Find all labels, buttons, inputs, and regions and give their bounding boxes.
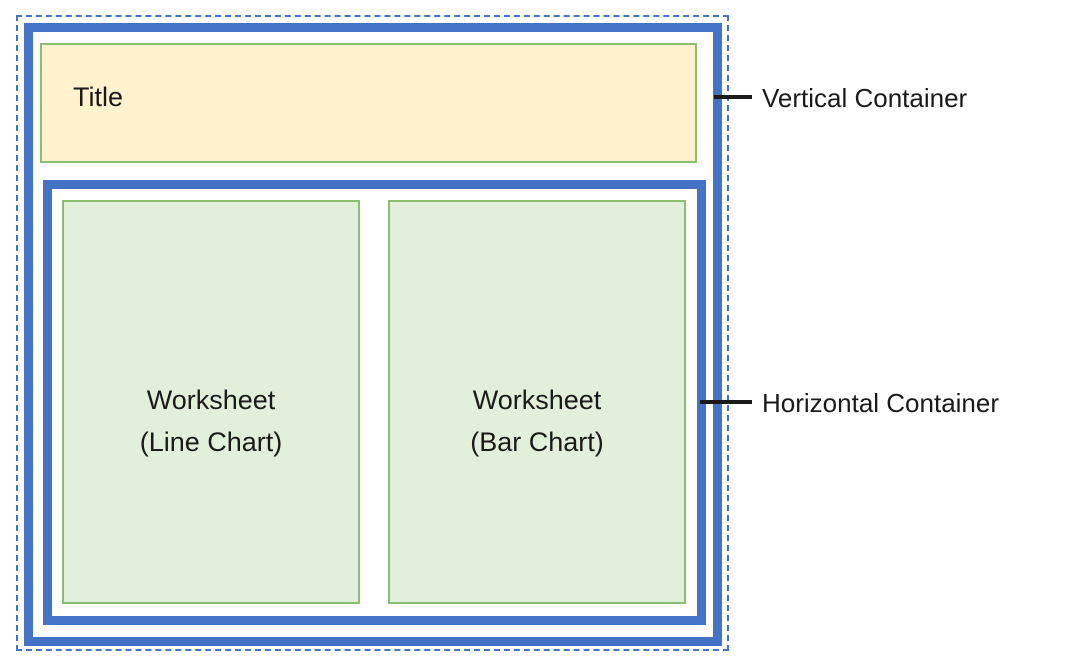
worksheet-line-chart-label-line1: Worksheet — [146, 385, 276, 415]
title-box-label: Title — [73, 81, 124, 112]
worksheet-line-chart-label-line2: (Line Chart) — [139, 427, 283, 457]
vertical-container-label: Vertical Container — [762, 83, 968, 113]
worksheet-bar-chart: Worksheet (Bar Chart) — [388, 200, 686, 604]
worksheet-bar-chart-label-line1: Worksheet — [472, 385, 602, 415]
dashboard-dashed-outline — [16, 15, 729, 651]
horizontal-container-label: Horizontal Container — [762, 388, 1000, 418]
vertical-container-tick-line — [714, 95, 752, 99]
worksheet-line-chart: Worksheet (Line Chart) — [62, 200, 360, 604]
worksheet-bar-chart-label-line2: (Bar Chart) — [470, 427, 604, 457]
title-box: Title — [40, 43, 697, 163]
horizontal-container-tick-line — [700, 400, 752, 404]
